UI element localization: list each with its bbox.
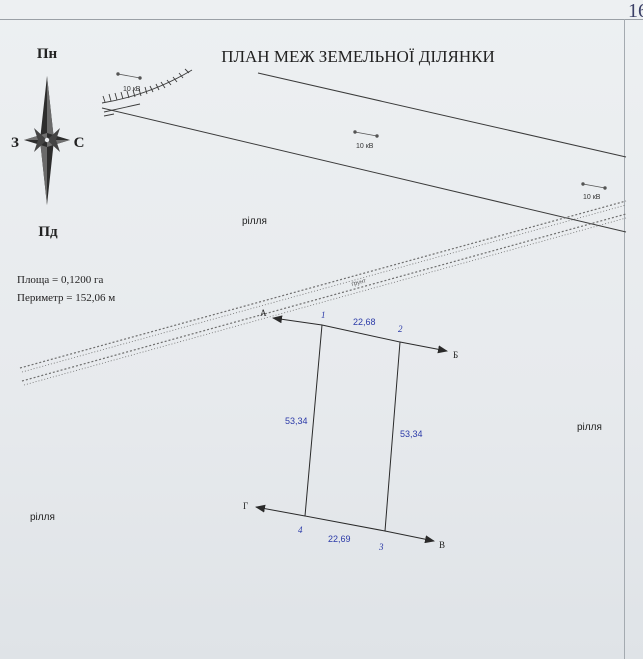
map-title: ПЛАН МЕЖ ЗЕМЕЛЬНОЇ ДІЛЯНКИ — [221, 47, 495, 66]
page-number: 16 — [628, 0, 643, 22]
vertex-label-1: 1 — [321, 310, 326, 320]
arrow-to-g — [255, 504, 306, 517]
neighbor-label-b: Б — [453, 350, 458, 360]
vertex-label-2: 2 — [398, 324, 403, 334]
compass-east-label: С — [74, 135, 85, 151]
road-label: ґрунт — [351, 277, 367, 288]
neighbor-label-g: Г — [243, 501, 248, 511]
neighbor-label-v: В — [439, 540, 445, 550]
side-length-bottom: 22,69 — [328, 534, 351, 544]
land-use-label-2: рілля — [577, 422, 602, 433]
area-text: Площа = 0,1200 га — [17, 274, 104, 286]
arrow-to-a — [272, 315, 323, 326]
vertex-label-4: 4 — [298, 525, 303, 535]
embankment-hatching — [101, 68, 193, 117]
dirt-road — [19, 200, 627, 386]
land-use-label-3: рілля — [30, 512, 55, 523]
compass-west-label: З — [11, 135, 19, 151]
power-line-label-2: 10 кВ — [356, 143, 374, 150]
vertex-label-3: 3 — [378, 542, 384, 552]
arrow-to-v — [384, 530, 435, 544]
arrow-to-b — [399, 341, 448, 354]
plot-boundary — [304, 324, 401, 532]
power-lines — [101, 72, 627, 233]
frame-top-border — [0, 19, 643, 20]
power-line-label-1: 10 кВ — [123, 86, 141, 93]
power-line-upper — [257, 72, 627, 158]
power-line-main — [101, 107, 627, 233]
frame-right-border — [624, 19, 625, 659]
side-length-top: 22,68 — [353, 317, 376, 327]
power-line-marker-2 — [353, 130, 379, 138]
power-line-marker-1 — [116, 72, 142, 80]
neighbor-arrows — [255, 315, 448, 544]
compass-rose: Пн Пд З С — [11, 46, 84, 240]
compass-south-label: Пд — [38, 224, 58, 240]
perimeter-text: Периметр = 152,06 м — [17, 292, 115, 304]
compass-north-label: Пн — [37, 46, 58, 62]
power-line-label-3: 10 кВ — [583, 194, 601, 201]
power-line-marker-3 — [581, 182, 607, 190]
side-length-left: 53,34 — [285, 416, 308, 426]
neighbor-label-a: А — [260, 308, 267, 318]
side-length-right: 53,34 — [400, 429, 423, 439]
land-use-label-1: рілля — [242, 216, 267, 227]
